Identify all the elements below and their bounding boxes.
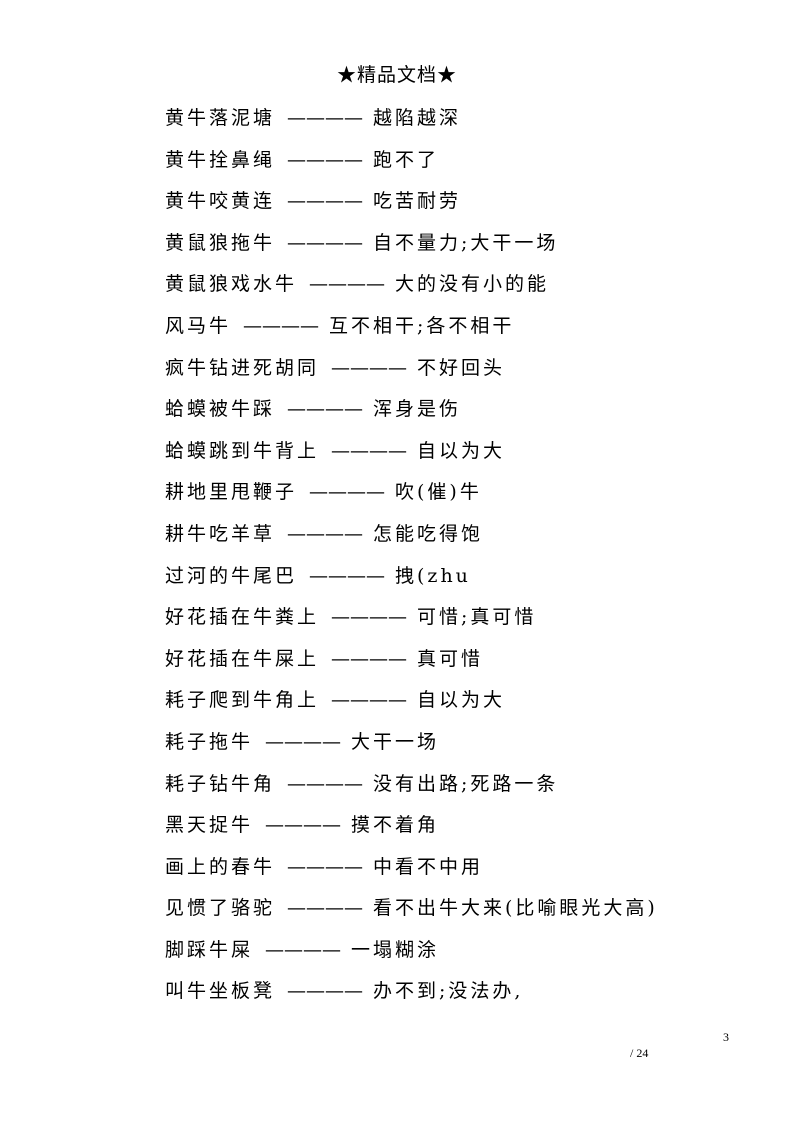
list-item: 耗子拖牛 ———— 大干一场 (165, 726, 725, 768)
saying-right: 真可惜 (417, 647, 484, 670)
saying-left: 黄鼠狼拖牛 (165, 231, 276, 254)
list-item: 耗子爬到牛角上 ———— 自以为大 (165, 684, 725, 726)
list-item: 耗子钻牛角 ———— 没有出路;死路一条 (165, 768, 725, 810)
saying-left: 画上的春牛 (165, 855, 276, 878)
dash-separator: ———— (265, 938, 342, 961)
saying-left: 黄牛咬黄连 (165, 190, 276, 213)
list-item: 脚踩牛屎 ———— 一塌糊涂 (165, 934, 725, 976)
saying-left: 好花插在牛粪上 (165, 606, 320, 629)
saying-left: 耗子拖牛 (165, 730, 254, 753)
list-item: 黄牛拴鼻绳 ———— 跑不了 (165, 144, 725, 186)
saying-left: 黄牛拴鼻绳 (165, 148, 276, 171)
dash-separator: ———— (309, 564, 386, 587)
dash-separator: ———— (265, 814, 342, 837)
list-item: 画上的春牛 ———— 中看不中用 (165, 851, 725, 893)
dash-separator: ———— (331, 606, 408, 629)
saying-left: 蛤蟆被牛踩 (165, 398, 276, 421)
saying-right: 看不出牛大来(比喻眼光大高) (373, 897, 658, 920)
saying-left: 脚踩牛屎 (165, 938, 254, 961)
saying-left: 风马牛 (165, 314, 232, 337)
saying-right: 怎能吃得饱 (373, 522, 484, 545)
saying-left: 好花插在牛屎上 (165, 647, 320, 670)
list-item: 耕地里甩鞭子 ———— 吹(催)牛 (165, 476, 725, 518)
page-total: / 24 (630, 1046, 649, 1060)
dash-separator: ———— (287, 522, 364, 545)
list-item: 黄鼠狼戏水牛 ———— 大的没有小的能 (165, 268, 725, 310)
list-item: 好花插在牛屎上 ———— 真可惜 (165, 643, 725, 685)
saying-right: 自以为大 (417, 439, 506, 462)
list-item: 黄鼠狼拖牛 ———— 自不量力;大干一场 (165, 227, 725, 269)
saying-right: 吹(催)牛 (395, 481, 482, 504)
saying-right: 可惜;真可惜 (417, 606, 537, 629)
list-item: 好花插在牛粪上 ———— 可惜;真可惜 (165, 601, 725, 643)
dash-separator: ———— (287, 231, 364, 254)
xiehouyu-list: 黄牛落泥塘 ———— 越陷越深黄牛拴鼻绳 ———— 跑不了黄牛咬黄连 ———— 吃苦耐劳黄鼠… (165, 102, 725, 1017)
dash-separator: ———— (331, 647, 408, 670)
saying-left: 叫牛坐板凳 (165, 980, 276, 1003)
dash-separator: ———— (287, 398, 364, 421)
saying-right: 自不量力;大干一场 (373, 231, 559, 254)
page-number: 3 (723, 1030, 729, 1044)
list-item: 蛤蟆被牛踩 ———— 浑身是伤 (165, 393, 725, 435)
saying-left: 蛤蟆跳到牛背上 (165, 439, 320, 462)
dash-separator: ———— (331, 439, 408, 462)
saying-right: 拽(zhu (395, 564, 471, 587)
list-item: 过河的牛尾巴 ———— 拽(zhu (165, 560, 725, 602)
list-item: 黑天捉牛 ———— 摸不着角 (165, 809, 725, 851)
list-item: 见惯了骆驼 ———— 看不出牛大来(比喻眼光大高) (165, 892, 725, 934)
saying-right: 办不到;没法办, (373, 980, 524, 1003)
dash-separator: ———— (287, 855, 364, 878)
dash-separator: ———— (265, 730, 342, 753)
saying-left: 耗子爬到牛角上 (165, 689, 320, 712)
dash-separator: ———— (331, 356, 408, 379)
saying-right: 大的没有小的能 (395, 273, 550, 296)
dash-separator: ———— (243, 314, 320, 337)
list-item: 黄牛落泥塘 ———— 越陷越深 (165, 102, 725, 144)
dash-separator: ———— (287, 190, 364, 213)
saying-right: 互不相干;各不相干 (329, 314, 515, 337)
dash-separator: ———— (287, 107, 364, 129)
list-item: 耕牛吃羊草 ———— 怎能吃得饱 (165, 518, 725, 560)
saying-right: 一塌糊涂 (351, 938, 440, 961)
saying-right: 吃苦耐劳 (373, 190, 462, 213)
dash-separator: ———— (287, 148, 364, 171)
saying-left: 耗子钻牛角 (165, 772, 276, 795)
saying-left: 疯牛钻进死胡同 (165, 356, 320, 379)
saying-left: 过河的牛尾巴 (165, 564, 298, 587)
dash-separator: ———— (287, 772, 364, 795)
list-item: 疯牛钻进死胡同 ———— 不好回头 (165, 352, 725, 394)
dash-separator: ———— (309, 273, 386, 296)
saying-left: 耕地里甩鞭子 (165, 481, 298, 504)
saying-left: 黄牛落泥塘 (165, 107, 276, 129)
list-item: 风马牛 ———— 互不相干;各不相干 (165, 310, 725, 352)
saying-right: 越陷越深 (373, 107, 462, 129)
dash-separator: ———— (309, 481, 386, 504)
saying-right: 摸不着角 (351, 814, 440, 837)
dash-separator: ———— (287, 897, 364, 920)
saying-left: 耕牛吃羊草 (165, 522, 276, 545)
saying-right: 不好回头 (417, 356, 506, 379)
dash-separator: ———— (331, 689, 408, 712)
dash-separator: ———— (287, 980, 364, 1003)
saying-right: 跑不了 (373, 148, 440, 171)
saying-right: 自以为大 (417, 689, 506, 712)
saying-left: 见惯了骆驼 (165, 897, 276, 920)
saying-left: 黄鼠狼戏水牛 (165, 273, 298, 296)
saying-right: 没有出路;死路一条 (373, 772, 559, 795)
list-item: 黄牛咬黄连 ———— 吃苦耐劳 (165, 185, 725, 227)
document-header: ★精品文档★ (336, 64, 457, 86)
saying-right: 大干一场 (351, 730, 440, 753)
list-item: 蛤蟆跳到牛背上 ———— 自以为大 (165, 435, 725, 477)
saying-left: 黑天捉牛 (165, 814, 254, 837)
saying-right: 浑身是伤 (373, 398, 462, 421)
saying-right: 中看不中用 (373, 855, 484, 878)
list-item: 叫牛坐板凳 ———— 办不到;没法办, (165, 975, 725, 1017)
